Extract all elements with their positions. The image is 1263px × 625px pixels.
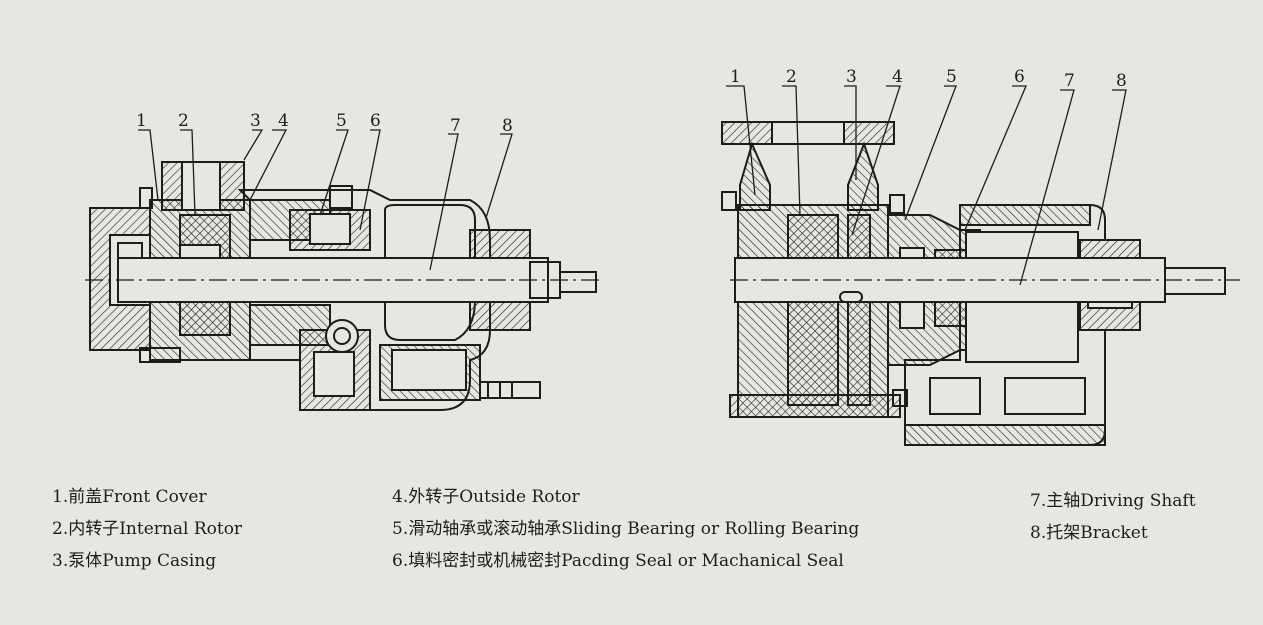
left-callout-3: 3 <box>250 111 261 131</box>
right-callout-7: 7 <box>1064 71 1075 91</box>
left-callout-7: 7 <box>450 116 461 136</box>
right-callout-numbers: 1 2 3 4 5 6 7 8 <box>730 67 1127 91</box>
left-callout-5: 5 <box>336 111 347 131</box>
legend-item-bearing: 5.滑动轴承或滚动轴承Sliding Bearing or Rolling Be… <box>392 519 860 539</box>
legend-item-seal: 6.填料密封或机械密封Pacding Seal or Machanical Se… <box>392 551 844 571</box>
right-callout-6: 6 <box>1014 67 1025 87</box>
left-callout-numbers: 1 2 3 4 5 6 7 8 <box>136 111 513 136</box>
legend-item-internal-rotor: 2.内转子Internal Rotor <box>52 519 243 539</box>
right-callout-2: 2 <box>786 67 797 87</box>
right-callout-3: 3 <box>846 67 857 87</box>
left-callout-6: 6 <box>370 111 381 131</box>
legend-item-bracket: 8.托架Bracket <box>1030 523 1148 543</box>
right-drawing <box>721 121 1240 446</box>
right-callout-8: 8 <box>1116 71 1127 91</box>
left-callout-1: 1 <box>136 111 147 131</box>
left-callout-2: 2 <box>178 111 189 131</box>
right-leaders <box>726 85 1127 286</box>
right-callout-1: 1 <box>730 67 741 87</box>
left-callout-8: 8 <box>502 116 513 136</box>
right-callout-5: 5 <box>946 67 957 87</box>
left-callout-4: 4 <box>278 111 289 131</box>
left-drawing <box>85 161 600 411</box>
legend-item-driving-shaft: 7.主轴Driving Shaft <box>1030 491 1196 511</box>
legend-item-outside-rotor: 4.外转子Outside Rotor <box>392 487 580 507</box>
left-leaders <box>138 129 513 271</box>
legend-item-front-cover: 1.前盖Front Cover <box>52 487 207 507</box>
legend-item-pump-casing: 3.泵体Pump Casing <box>52 551 217 571</box>
legend-column-1: 1.前盖Front Cover 2.内转子Internal Rotor 3.泵体… <box>52 481 242 577</box>
legend-column-2: 4.外转子Outside Rotor 5.滑动轴承或滚动轴承Sliding Be… <box>392 481 859 577</box>
legend-column-3: 7.主轴Driving Shaft 8.托架Bracket <box>1030 485 1196 549</box>
right-callout-4: 4 <box>892 67 903 87</box>
